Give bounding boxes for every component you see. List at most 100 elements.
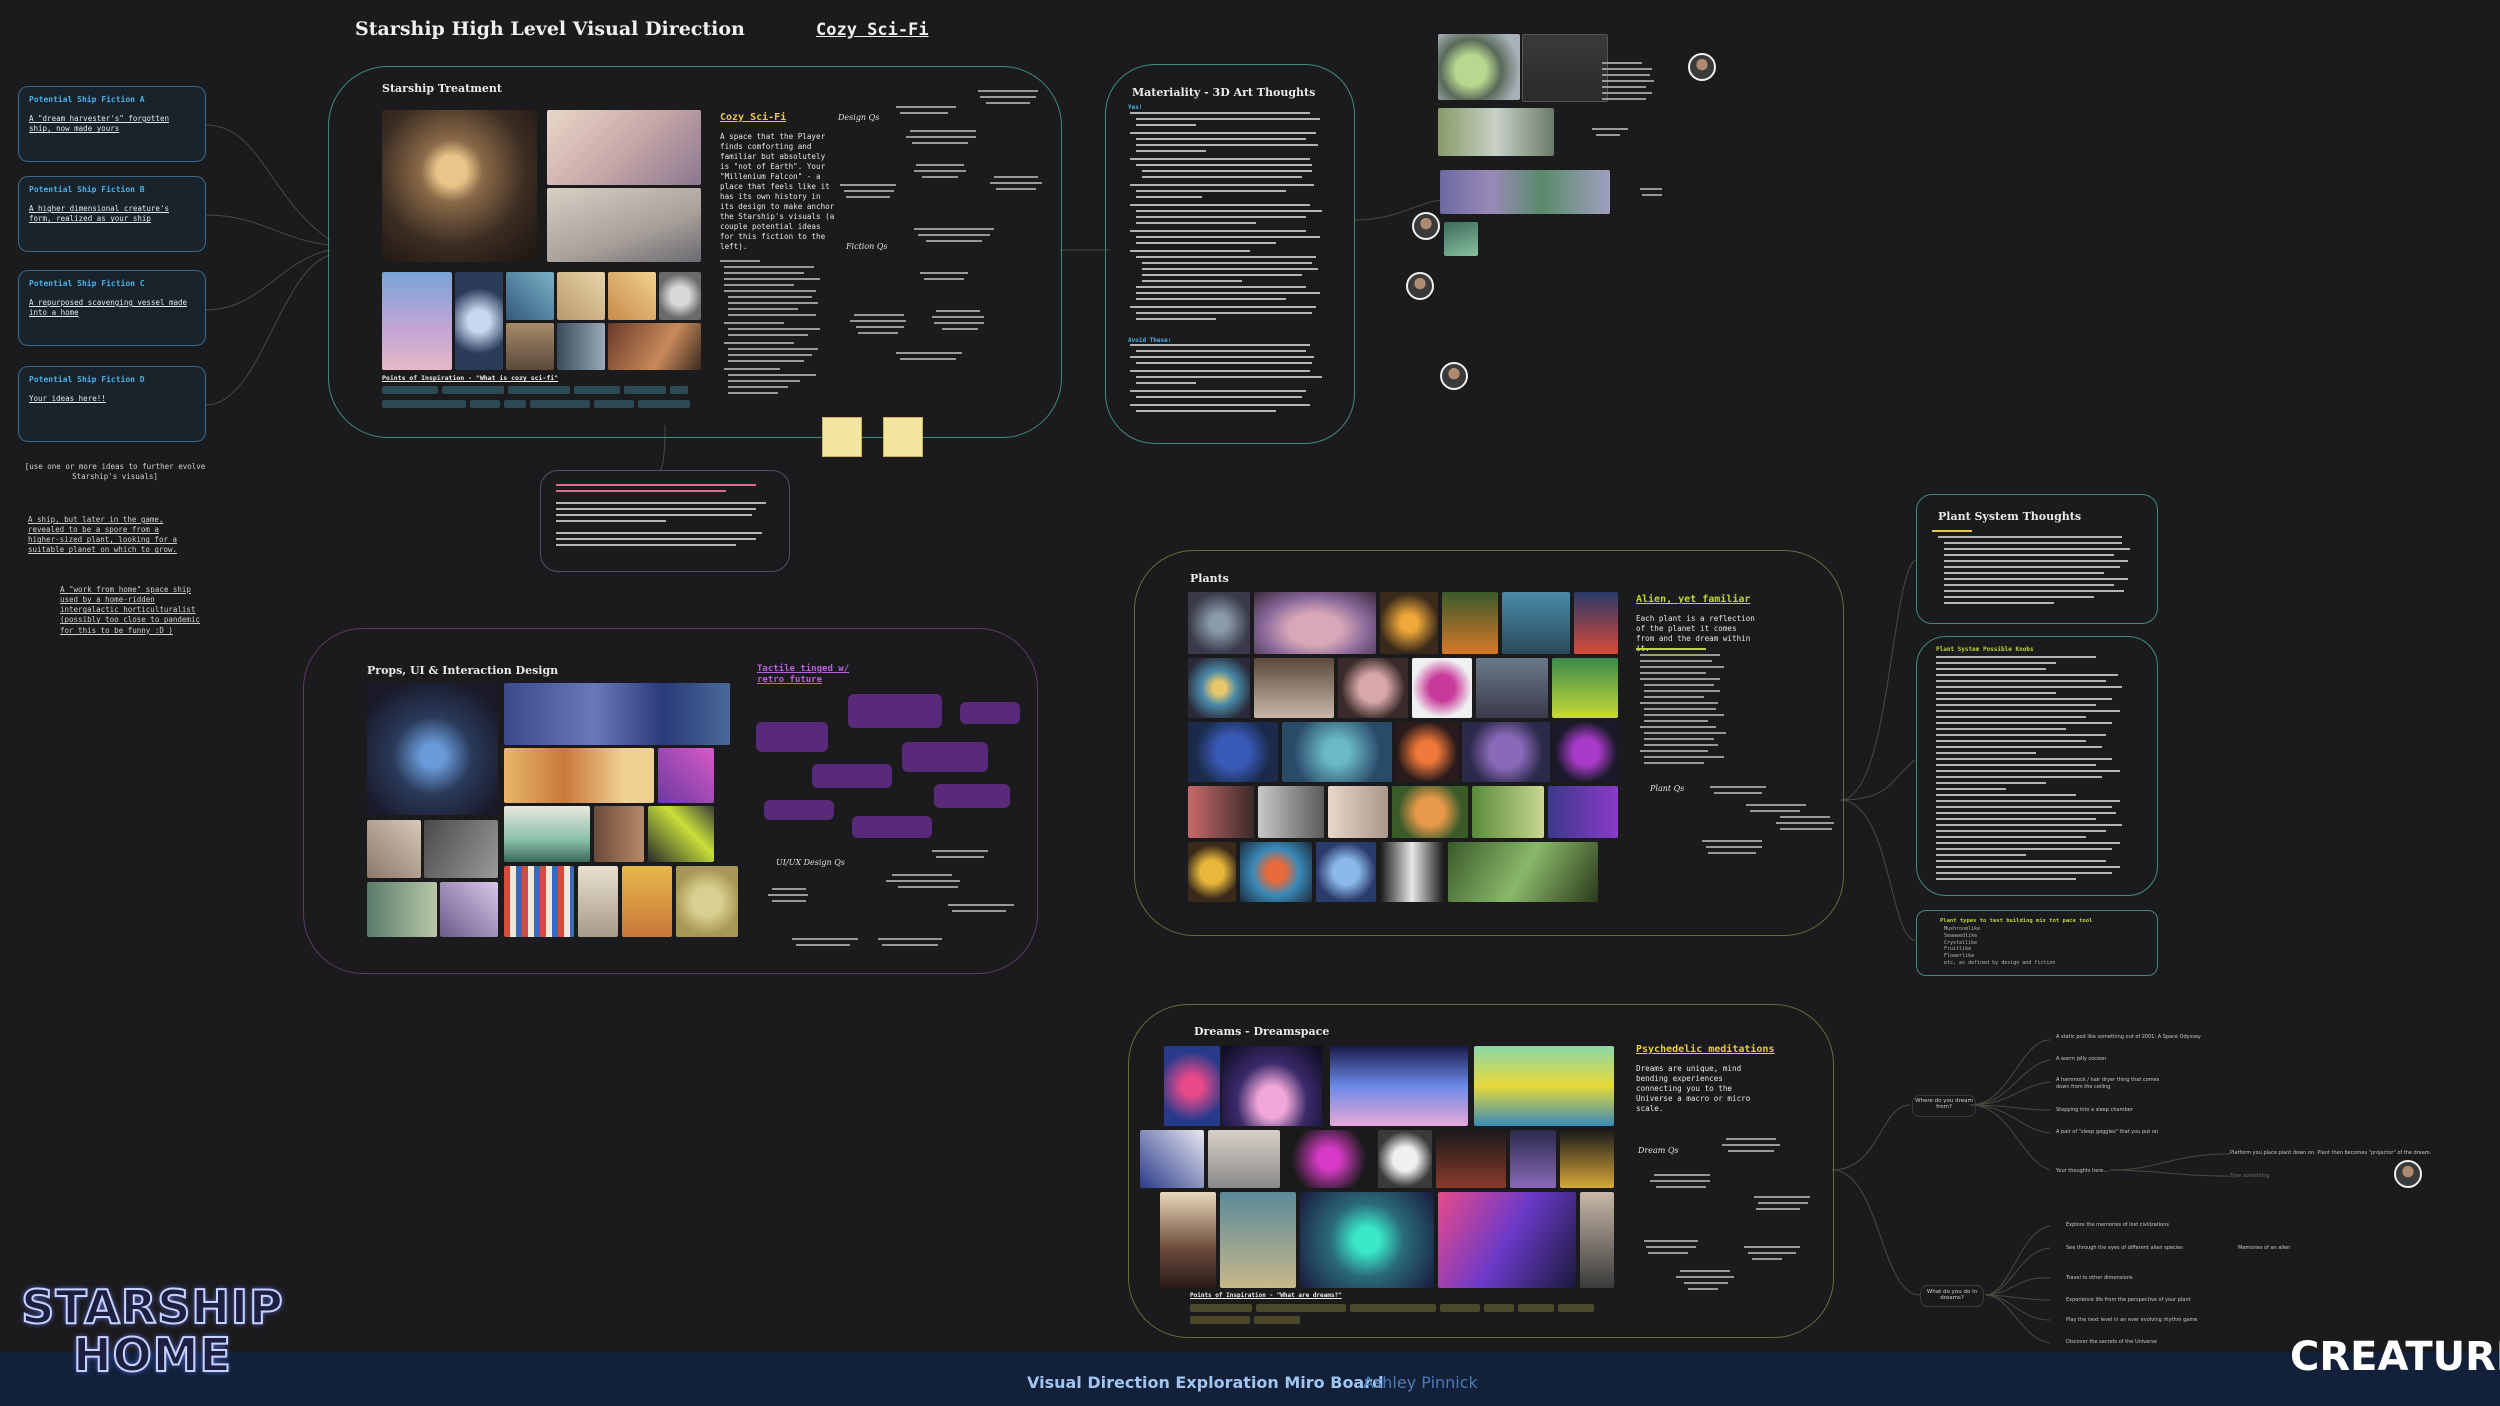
dream-image xyxy=(1436,1130,1506,1188)
props-image xyxy=(504,806,590,862)
plant-image xyxy=(1188,722,1278,782)
idea-bubble[interactable] xyxy=(934,784,1010,808)
avatar[interactable] xyxy=(1412,212,1440,240)
idea-bubble[interactable] xyxy=(848,694,942,728)
plant-system-title: Plant System Thoughts xyxy=(1938,510,2082,523)
uiux-question-notes xyxy=(768,850,1014,946)
fiction-card-c[interactable]: Potential Ship Fiction C A repurposed sc… xyxy=(18,270,206,346)
props-image xyxy=(424,820,498,878)
memories-note[interactable]: Memories of an alien xyxy=(2238,1245,2291,1251)
mindmap-item[interactable]: A warm jelly cocoon xyxy=(2056,1056,2107,1062)
plant-system-box[interactable] xyxy=(1916,494,2158,624)
fiction-card-a[interactable]: Potential Ship Fiction A A "dream harves… xyxy=(18,86,206,162)
fiction-card-body: A "dream harvester's" forgotten ship, no… xyxy=(29,114,169,134)
tag xyxy=(1440,1304,1480,1312)
mindmap-item[interactable]: Stepping into a sleep chamber xyxy=(2056,1107,2133,1113)
mindmap-item[interactable]: Discover the secrets of the Universe xyxy=(2066,1339,2157,1345)
fiction-card-title: Potential Ship Fiction C xyxy=(29,279,145,288)
mindmap-item[interactable]: A pair of "sleep goggles" that you put o… xyxy=(2056,1129,2159,1135)
inspiration-image xyxy=(557,272,605,320)
plant-knobs-box[interactable] xyxy=(1916,636,2158,896)
starship-treatment-frame[interactable] xyxy=(328,66,1062,438)
mindmap-item[interactable]: See through the eyes of different alien … xyxy=(2066,1245,2183,1251)
props-image xyxy=(504,683,730,745)
materiality-frame[interactable] xyxy=(1105,64,1355,444)
idea-bubble[interactable] xyxy=(756,722,828,752)
avatar[interactable] xyxy=(1440,362,1468,390)
mindmap-node[interactable] xyxy=(1920,1285,1984,1307)
plant-image xyxy=(1396,722,1458,782)
dream-image xyxy=(1378,1130,1432,1188)
dreams-inspiration-label: Points of Inspiration - "What are dreams… xyxy=(1190,1292,1342,1299)
plant-types-box[interactable] xyxy=(1916,910,2158,976)
tag xyxy=(594,400,634,408)
mindmap-item[interactable]: Explore the memories of lost civilizatio… xyxy=(2066,1222,2169,1228)
tag xyxy=(624,386,666,394)
idea-bubble[interactable] xyxy=(902,742,988,772)
dream-image xyxy=(1220,1192,1296,1288)
tag xyxy=(1484,1304,1514,1312)
tag xyxy=(638,400,690,408)
idea-bubble[interactable] xyxy=(960,702,1020,724)
fiction-qs-label: Fiction Qs xyxy=(846,242,888,251)
mindmap-item[interactable]: Play the next level in an ever evolving … xyxy=(2066,1317,2198,1323)
plant-type-item: Mushroomlike xyxy=(1944,926,1981,932)
props-image xyxy=(440,882,498,937)
avoid-label: Avoid These: xyxy=(1128,337,1172,344)
evolve-note: [use one or more ideas to further evolve… xyxy=(24,462,206,482)
props-image xyxy=(594,806,644,862)
idea-bubble[interactable] xyxy=(764,800,834,820)
tag xyxy=(442,386,504,394)
plant-image xyxy=(1476,658,1548,718)
dreams-tags xyxy=(1190,1304,1594,1326)
dream-image-grid xyxy=(1140,1046,1615,1288)
dreams-title: Dreams - Dreamspace xyxy=(1194,1025,1330,1038)
creature-logo: CREATURE xyxy=(2290,1334,2500,1380)
inspiration-image xyxy=(659,272,701,320)
type-something-input[interactable]: Type something xyxy=(2230,1173,2270,1179)
sticky-note[interactable] xyxy=(883,417,923,457)
tag xyxy=(1558,1304,1594,1312)
dream-image xyxy=(1164,1046,1220,1126)
plant-image xyxy=(1258,786,1324,838)
work-from-home-note: A "work from home" space ship used by a … xyxy=(60,585,200,635)
props-frame[interactable] xyxy=(303,628,1038,974)
materiality-text-lines xyxy=(1130,112,1322,412)
idea-bubble[interactable] xyxy=(852,816,932,838)
mindmap-item[interactable]: Travel to other dimensions xyxy=(2066,1275,2133,1281)
plant-image xyxy=(1254,592,1376,654)
dreams-description: Dreams are unique, mind bending experien… xyxy=(1636,1064,1751,1114)
avatar[interactable] xyxy=(2394,1160,2422,1188)
props-image xyxy=(367,683,498,815)
inspiration-image xyxy=(608,323,701,370)
avatar[interactable] xyxy=(1406,272,1434,300)
sticky-note[interactable] xyxy=(822,417,862,457)
tag xyxy=(504,400,526,408)
mindmap-item[interactable]: A static pod like something out of 2001:… xyxy=(2056,1034,2201,1040)
mindmap-node[interactable] xyxy=(1912,1095,1976,1117)
props-image xyxy=(578,866,618,937)
fiction-card-title: Potential Ship Fiction A xyxy=(29,95,145,104)
fiction-card-d[interactable]: Potential Ship Fiction D Your ideas here… xyxy=(18,366,206,442)
yes-label: Yes! xyxy=(1128,104,1143,111)
mindmap-item[interactable]: A hammock / hair dryer thing that comes … xyxy=(2056,1077,2160,1090)
inspiration-image xyxy=(506,272,554,320)
tag xyxy=(670,386,688,394)
note-box[interactable] xyxy=(540,470,790,572)
fiction-card-b[interactable]: Potential Ship Fiction B A higher dimens… xyxy=(18,176,206,252)
mindmap-item[interactable]: Experience life from the perspective of … xyxy=(2066,1297,2191,1303)
platform-note[interactable]: Platform you place plant down on. Plant … xyxy=(2230,1150,2432,1156)
tag xyxy=(1254,1316,1300,1324)
key-elements-text-lines xyxy=(720,260,820,394)
plants-frame[interactable] xyxy=(1134,550,1844,936)
inspiration-image xyxy=(382,110,537,262)
inspiration-image xyxy=(506,323,554,370)
inspiration-label: Points of Inspiration - "What is cozy sc… xyxy=(382,374,559,382)
plant-image xyxy=(1472,786,1544,838)
plant-image xyxy=(1554,722,1618,782)
idea-bubble[interactable] xyxy=(812,764,892,788)
dreams-frame[interactable] xyxy=(1128,1004,1834,1338)
avatar[interactable] xyxy=(1688,53,1716,81)
mindmap-item[interactable]: Your thoughts here... xyxy=(2056,1168,2109,1174)
props-image xyxy=(367,882,437,937)
